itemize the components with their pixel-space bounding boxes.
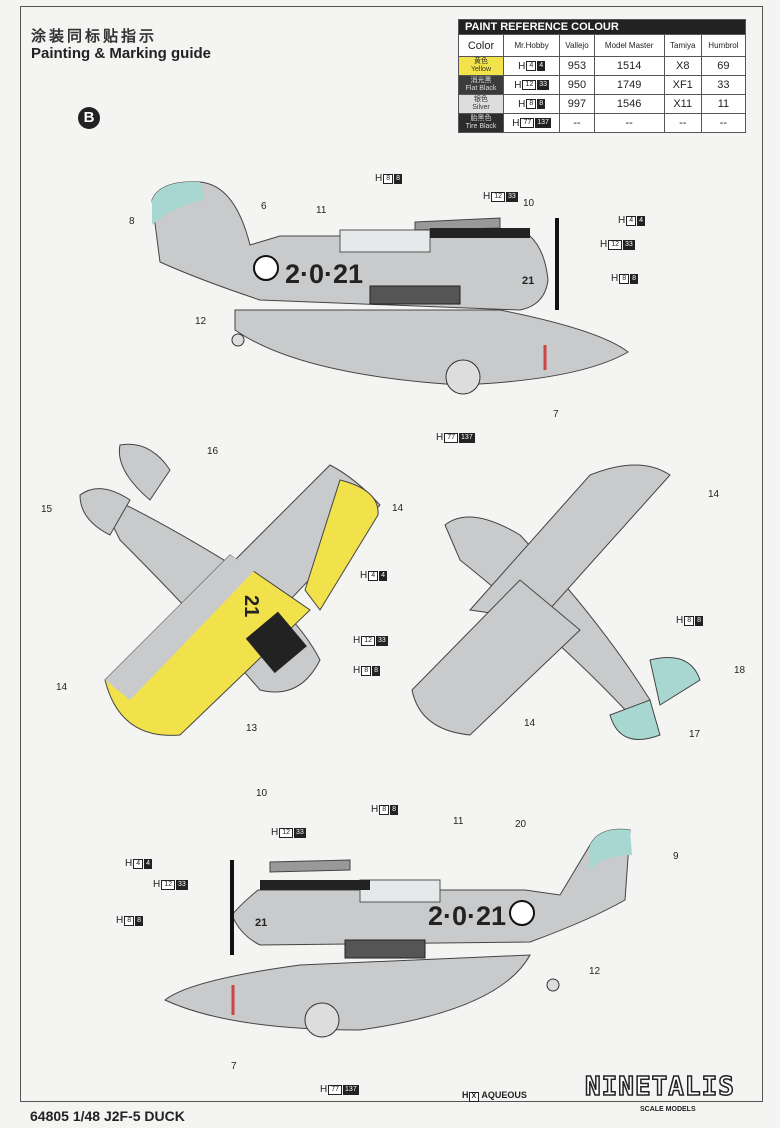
color-name-cn: 银色 [474, 96, 489, 103]
cowl-code-top: 21 [522, 275, 534, 287]
color-name-en: Flat Black [465, 85, 497, 92]
decal-number: 13 [246, 723, 258, 734]
decal-number: 8 [129, 216, 135, 227]
aqueous-label: AQUEOUS [481, 1090, 527, 1100]
decal-number: 18 [734, 665, 746, 676]
decal-number: 16 [207, 446, 219, 457]
table-title: PAINT REFERENCE COLOUR [458, 19, 746, 35]
modelmaster-code: 1546 [593, 94, 665, 114]
color-name-en: Tire Black [465, 123, 497, 130]
cowl-code-bottom: 21 [255, 917, 267, 929]
decal-number: 10 [256, 788, 268, 799]
paint-reference-table: PAINT REFERENCE COLOUR Color Mr.Hobby Va… [457, 19, 747, 133]
bottom-view [411, 464, 701, 740]
color-name-en: Yellow [471, 66, 491, 73]
tamiya-code: X8 [663, 56, 702, 76]
registration-bottom: 2·0·21 [428, 901, 506, 931]
registration-top: 2·0·21 [285, 259, 363, 289]
decal-number: 6 [261, 201, 267, 212]
color-name-cn: 黄色 [474, 58, 489, 65]
watermark-sub: SCALE MODELS [640, 1106, 696, 1113]
title-chinese: 涂装同标贴指示 [31, 28, 158, 45]
top-view: 21 [79, 443, 381, 736]
decal-number: 11 [453, 816, 464, 827]
decal-number: 20 [515, 819, 527, 830]
scheme-badge: B [78, 107, 100, 129]
watermark-logo: NINETALIS [584, 1072, 735, 1102]
humbrol-code: 69 [700, 56, 747, 76]
decal-number: 14 [524, 718, 536, 729]
decal-number: 12 [589, 966, 601, 977]
tamiya-code: -- [663, 113, 702, 133]
color-name-cn: 胎黑色 [470, 115, 492, 122]
humbrol-code: -- [700, 113, 747, 133]
decal-number: 7 [553, 409, 559, 420]
decal-number: 10 [523, 198, 535, 209]
decal-number: 14 [56, 682, 68, 693]
tamiya-code: X11 [663, 94, 702, 114]
decal-number: 17 [689, 729, 701, 740]
color-name-cn: 消光黑 [470, 77, 492, 84]
guide-frame [20, 6, 763, 1102]
side-view-right: 2·0·21 21 [164, 828, 632, 1038]
decal-number: 11 [316, 205, 327, 216]
title-english: Painting & Marking guide [31, 45, 212, 62]
wing-code: 21 [240, 595, 262, 617]
decal-number: 7 [231, 1061, 237, 1072]
color-name-en: Silver [472, 104, 490, 111]
aqueous-code: X [468, 1092, 480, 1102]
decal-number: 15 [41, 504, 53, 515]
product-title: 64805 1/48 J2F-5 DUCK [30, 1108, 185, 1124]
side-view-left: 2·0·21 21 [151, 181, 629, 395]
vallejo-code: 950 [559, 75, 595, 95]
decal-number: 14 [708, 489, 720, 500]
decal-number: 14 [392, 503, 404, 514]
decal-number: 12 [195, 316, 207, 327]
decal-number: 9 [673, 851, 679, 862]
